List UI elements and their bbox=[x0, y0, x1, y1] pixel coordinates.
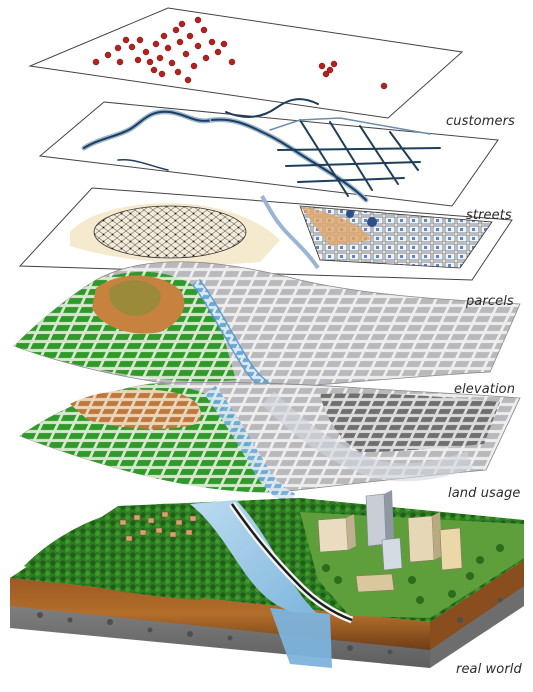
layer-label-streets: streets bbox=[466, 208, 512, 223]
streets-layer bbox=[38, 98, 499, 207]
houses-hill bbox=[119, 511, 197, 542]
city-trees bbox=[322, 544, 504, 604]
layer-label-elevation: elevation bbox=[454, 382, 516, 397]
elevation-layer bbox=[13, 261, 521, 401]
layer-label-real-world: real world bbox=[456, 662, 522, 677]
street-lines bbox=[81, 98, 441, 203]
layer-label-customers: customers bbox=[446, 114, 515, 129]
layer-label-parcels: parcels bbox=[466, 294, 514, 309]
rock-texture bbox=[37, 597, 503, 655]
real-world-layer bbox=[10, 490, 524, 668]
customers-layer bbox=[28, 7, 464, 119]
commercial-parcels bbox=[299, 205, 493, 269]
land-usage-layer bbox=[19, 381, 521, 507]
layer-label-land-usage: land usage bbox=[448, 486, 521, 501]
city-buildings bbox=[317, 490, 463, 593]
parcels-layer bbox=[18, 187, 513, 281]
residential-parcels bbox=[93, 205, 247, 259]
customer-points bbox=[92, 16, 388, 90]
